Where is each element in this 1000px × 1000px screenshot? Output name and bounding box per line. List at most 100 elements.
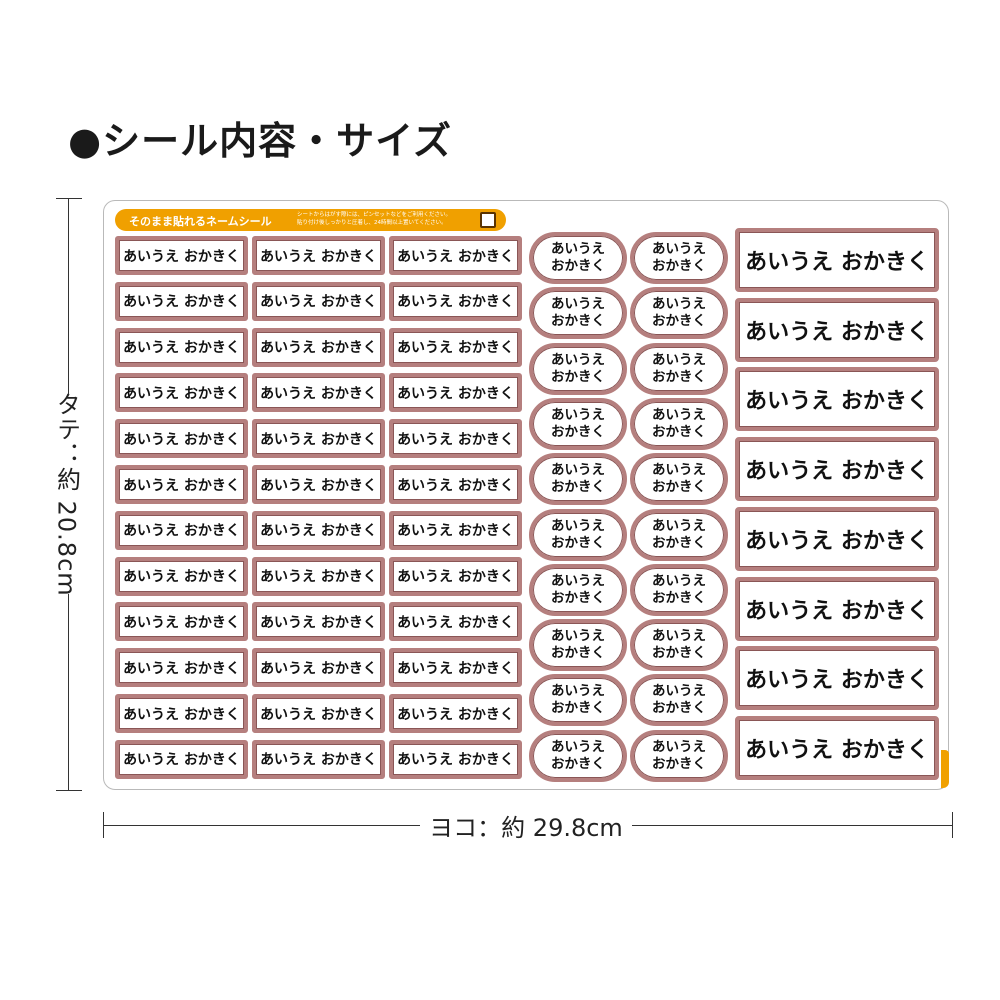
sticker-oval-line2: おかきく: [652, 700, 706, 717]
sticker-oval-line2: おかきく: [652, 645, 706, 662]
sticker-small-text: あいうえ おかきく: [397, 294, 514, 311]
sticker-oval-line1: あいうえ: [551, 406, 605, 423]
sticker-oval: あいうえおかきく: [630, 619, 728, 672]
sticker-small: あいうえ おかきく: [252, 602, 385, 642]
sticker-small: あいうえ おかきく: [389, 236, 522, 275]
sticker-small-text: あいうえ おかきく: [123, 294, 240, 311]
height-dimension-cap-top: [56, 198, 82, 199]
sticker-oval: あいうえおかきく: [630, 729, 728, 782]
sticker-large-text: あいうえ おかきく: [745, 528, 929, 554]
sticker-oval-line2: おかきく: [551, 755, 605, 772]
sticker-oval: あいうえおかきく: [630, 287, 728, 340]
checkbox-square-icon: [480, 212, 496, 228]
sticker-small-text: あいうえ おかきく: [397, 385, 514, 402]
sticker-oval-line1: あいうえ: [551, 462, 605, 479]
sticker-oval: あいうえおかきく: [529, 232, 627, 284]
sticker-small-text: あいうえ おかきく: [123, 523, 240, 540]
sticker-large-text: あいうえ おかきく: [745, 389, 929, 415]
sticker-oval: あいうえおかきく: [630, 508, 728, 561]
sticker-oval-line1: あいうえ: [652, 462, 706, 479]
sticker-small: あいうえ おかきく: [115, 510, 248, 550]
sticker-large-text: あいうえ おかきく: [745, 250, 929, 275]
sticker-oval-line1: あいうえ: [652, 572, 706, 589]
sticker-small-text: あいうえ おかきく: [397, 523, 514, 540]
banner-title: そのまま貼れるネームシール: [129, 215, 272, 228]
sticker-oval-line1: あいうえ: [551, 241, 605, 257]
sticker-large-text: あいうえ おかきく: [745, 668, 929, 694]
sticker-small: あいうえ おかきく: [252, 556, 385, 596]
sticker-small: あいうえ おかきく: [252, 419, 385, 459]
sticker-small-text: あいうえ おかきく: [260, 660, 377, 677]
sticker-small-text: あいうえ おかきく: [260, 340, 377, 357]
sticker-large-text: あいうえ おかきく: [745, 598, 929, 624]
sticker-small: あいうえ おかきく: [115, 236, 248, 275]
sheet-banner: そのまま貼れるネームシール シートからはがす際には、ピンセットなどをご利用くださ…: [115, 209, 506, 231]
sticker-large-text: あいうえ おかきく: [745, 319, 929, 345]
sticker-small-text: あいうえ おかきく: [397, 477, 514, 494]
sticker-oval-line2: おかきく: [551, 589, 605, 606]
sticker-small-text: あいうえ おかきく: [123, 340, 240, 357]
sticker-small: あいうえ おかきく: [252, 694, 385, 733]
sticker-oval: あいうえおかきく: [630, 342, 728, 395]
sticker-oval-line1: あいうえ: [652, 406, 706, 423]
height-dimension-label: タテ：約 20.8cm: [40, 392, 94, 596]
sticker-small-text: あいうえ おかきく: [397, 614, 514, 631]
sticker-small-text: あいうえ おかきく: [260, 569, 377, 586]
sticker-oval-line1: あいうえ: [652, 738, 706, 755]
sticker-small: あいうえ おかきく: [115, 602, 248, 642]
sticker-small-text: あいうえ おかきく: [123, 569, 240, 586]
sticker-oval-line2: おかきく: [551, 423, 605, 440]
sticker-oval-line2: おかきく: [551, 313, 605, 330]
sticker-oval-line1: あいうえ: [652, 628, 706, 645]
sticker-large: あいうえ おかきく: [735, 228, 939, 292]
sticker-small-text: あいうえ おかきく: [397, 752, 514, 769]
sticker-small: あいうえ おかきく: [115, 694, 248, 733]
sticker-small-text: あいうえ おかきく: [397, 660, 514, 677]
sticker-small-text: あいうえ おかきく: [260, 248, 377, 265]
sticker-small: あいうえ おかきく: [115, 419, 248, 459]
sticker-small: あいうえ おかきく: [252, 648, 385, 688]
sticker-oval: あいうえおかきく: [529, 453, 627, 506]
sticker-oval: あいうえおかきく: [529, 674, 627, 727]
sticker-large: あいうえ おかきく: [735, 367, 939, 432]
sticker-oval-line1: あいうえ: [652, 296, 706, 313]
sticker-small-text: あいうえ おかきく: [260, 477, 377, 494]
sticker-oval-line1: あいうえ: [652, 683, 706, 700]
sticker-small-text: あいうえ おかきく: [260, 706, 377, 723]
sticker-small: あいうえ おかきく: [389, 510, 522, 550]
page-title: ●シール内容・サイズ: [68, 119, 453, 163]
sticker-oval-line1: あいうえ: [551, 296, 605, 313]
sticker-small-text: あいうえ おかきく: [397, 569, 514, 586]
sticker-small-text: あいうえ おかきく: [260, 294, 377, 311]
sticker-small: あいうえ おかきく: [252, 327, 385, 367]
sticker-large-text: あいうえ おかきく: [745, 459, 929, 485]
sticker-small-text: あいうえ おかきく: [397, 706, 514, 723]
sticker-large: あいうえ おかきく: [735, 715, 939, 780]
sticker-small-text: あいうえ おかきく: [123, 248, 240, 265]
sticker-oval-line2: おかきく: [652, 755, 706, 772]
sticker-small: あいうえ おかきく: [389, 648, 522, 688]
width-dimension-label: ヨコ：約 29.8cm: [420, 809, 632, 842]
sticker-oval-line1: あいうえ: [551, 683, 605, 700]
sticker-oval-line2: おかきく: [652, 423, 706, 440]
sticker-oval: あいうえおかきく: [529, 563, 627, 616]
sticker-small: あいうえ おかきく: [389, 419, 522, 459]
sticker-small-text: あいうえ おかきく: [123, 752, 240, 769]
sticker-oval: あいうえおかきく: [529, 508, 627, 561]
sticker-small: あいうえ おかきく: [115, 281, 248, 321]
sticker-large: あいうえ おかきく: [735, 297, 939, 362]
sticker-small-text: あいうえ おかきく: [397, 340, 514, 357]
sticker-small-text: あいうえ おかきく: [260, 614, 377, 631]
banner-note-line2: 貼り付け後しっかりと圧着し、24時間以上置いてください。: [297, 220, 447, 226]
sticker-small: あいうえ おかきく: [115, 373, 248, 413]
sticker-large: あいうえ おかきく: [735, 506, 939, 571]
sheet-corner-tab: [941, 750, 949, 788]
sticker-small: あいうえ おかきく: [252, 465, 385, 504]
sticker-small-text: あいうえ おかきく: [123, 660, 240, 677]
sticker-oval-line1: あいうえ: [551, 572, 605, 589]
sticker-oval-line2: おかきく: [652, 368, 706, 385]
sticker-small: あいうえ おかきく: [252, 739, 385, 779]
sticker-small: あいうえ おかきく: [389, 556, 522, 596]
banner-note-line1: シートからはがす際には、ピンセットなどをご利用ください。: [297, 212, 452, 218]
sticker-small-text: あいうえ おかきく: [123, 431, 240, 448]
